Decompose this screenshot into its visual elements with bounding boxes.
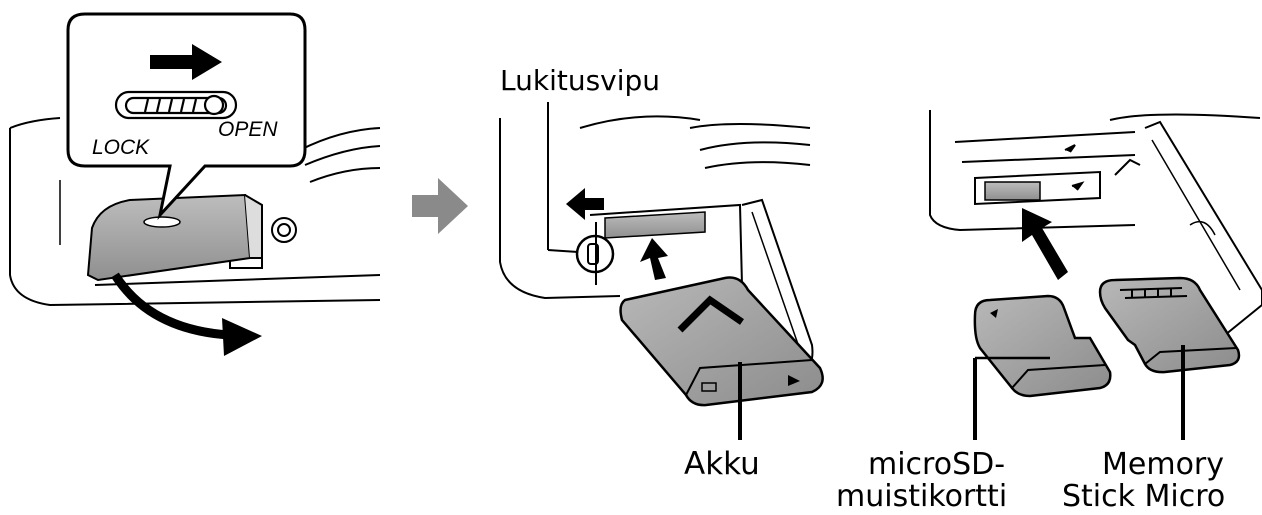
camera-body-3 — [929, 110, 1261, 232]
battery — [619, 276, 824, 407]
lock-lever-label: Lukitusvipu — [500, 64, 660, 97]
lock-label: LOCK — [92, 136, 150, 159]
microsd-card — [973, 294, 1112, 398]
callout-balloon — [66, 12, 307, 220]
swing-open-arrow — [111, 272, 231, 340]
battery-out-arrow — [640, 238, 668, 280]
step-arrow-icon — [412, 178, 468, 234]
lever-push-arrow — [566, 188, 604, 220]
memstick-label-line2: Stick Micro — [1062, 479, 1225, 514]
slide-right-arrow — [150, 44, 222, 80]
memstick-label-line1: Memory — [1102, 447, 1224, 482]
battery-label: Akku — [684, 446, 760, 482]
camera-body-1 — [9, 117, 381, 307]
microsd-label-line1: microSD- — [868, 447, 1005, 482]
lock-lever-detail — [114, 90, 238, 120]
panel-1-open-cover: LOCK OPEN — [9, 12, 381, 356]
open-label: OPEN — [218, 118, 278, 141]
memory-stick-micro — [1098, 276, 1241, 374]
microsd-label-line2: muistikortti — [836, 479, 1007, 514]
panel-2-remove-battery: Lukitusvipu Akku — [499, 64, 824, 482]
lock-lever-small — [143, 216, 181, 228]
card-insert-arrow — [1022, 208, 1068, 280]
panel-3-insert-card: microSD- muistikortti Memory Stick Micro — [836, 110, 1262, 514]
camera-body-2 — [499, 115, 811, 300]
card-slot — [984, 181, 1041, 201]
battery-cover — [86, 193, 252, 282]
